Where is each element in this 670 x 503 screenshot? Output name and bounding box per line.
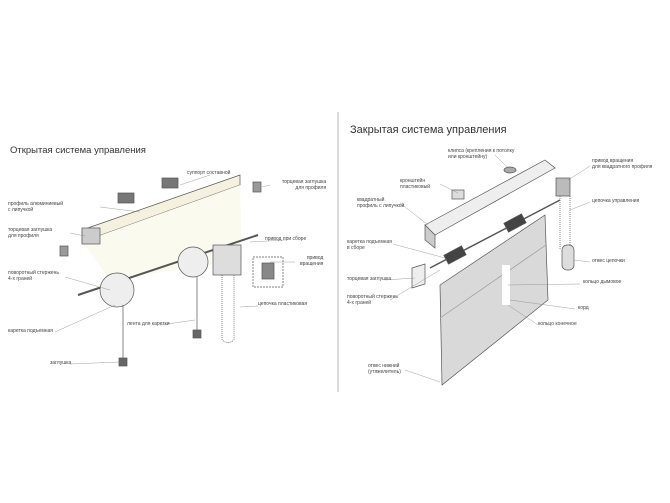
chain-weight bbox=[561, 244, 575, 271]
label-bottom-weight: отвес нижний(утяжелитель) bbox=[368, 363, 401, 375]
closed-system-title: Закрытая система управления bbox=[350, 124, 507, 136]
label-line: торцевая заглушка bbox=[282, 179, 327, 185]
label-line: поворотный стержень bbox=[8, 270, 59, 276]
label-end-ring: кольцо конечное bbox=[538, 321, 577, 327]
tapes bbox=[118, 277, 202, 367]
drive bbox=[555, 177, 571, 197]
label-ring: кольцо дымовое bbox=[583, 279, 622, 285]
label-drive-assembly: привод при сборе bbox=[265, 236, 307, 242]
label-line: 4-х граней bbox=[8, 276, 33, 282]
bracket bbox=[451, 189, 465, 200]
label-plug: заглушка bbox=[50, 360, 72, 366]
label-control-chain: цепочка управления bbox=[592, 198, 640, 204]
label-end-cap: торцевая заглушка bbox=[347, 276, 392, 282]
label-carriage: каретка подъемная bbox=[8, 328, 54, 334]
square-profile bbox=[424, 159, 556, 249]
label-line: каретка подъемная bbox=[347, 239, 393, 245]
label-line: торцевая заглушка bbox=[8, 227, 53, 233]
label-line: квадратный bbox=[357, 197, 385, 203]
clip bbox=[503, 166, 517, 174]
label-line: привод bbox=[306, 255, 324, 261]
label-line: клипса (крепления к потолку bbox=[448, 148, 515, 154]
rotation-drive-box bbox=[252, 256, 284, 288]
label-line: для квадратного профиля bbox=[592, 164, 653, 170]
carriages bbox=[99, 244, 242, 308]
label-line: для профиля bbox=[295, 185, 327, 191]
label-line: пластиковый bbox=[400, 184, 431, 190]
roman-shade bbox=[439, 214, 549, 386]
label-line: отвес нижний bbox=[368, 363, 400, 369]
label-line: (утяжелитель) bbox=[368, 369, 401, 375]
label-line: с липучкой bbox=[8, 207, 34, 213]
label-line: в сборе bbox=[347, 245, 365, 251]
label-line: профиль с липучкой bbox=[357, 203, 405, 209]
label-line: кронштейн bbox=[400, 178, 426, 184]
open-system-title: Открытая система управления bbox=[10, 145, 146, 156]
end-cap bbox=[411, 263, 426, 289]
label-line: или кронштейну) bbox=[448, 154, 488, 160]
label-line: привод вращения bbox=[592, 158, 634, 164]
label-line: для профиля bbox=[8, 233, 39, 239]
label-line: профиль алюминиевый bbox=[8, 201, 64, 207]
label-cord: корд bbox=[578, 305, 589, 311]
label-tape: лента для каретки bbox=[127, 321, 170, 327]
label-chain-weight: отвес цепочки bbox=[592, 258, 625, 264]
plastic-chain bbox=[221, 275, 235, 343]
label-support: суппорт составной bbox=[187, 170, 231, 176]
supports bbox=[59, 177, 262, 257]
label-line: поворотный стержень bbox=[347, 294, 398, 300]
label-chain: цепочка пластиковая bbox=[258, 301, 308, 307]
label-line: 4-х граней bbox=[347, 300, 372, 306]
label-line: вращения bbox=[300, 261, 324, 267]
